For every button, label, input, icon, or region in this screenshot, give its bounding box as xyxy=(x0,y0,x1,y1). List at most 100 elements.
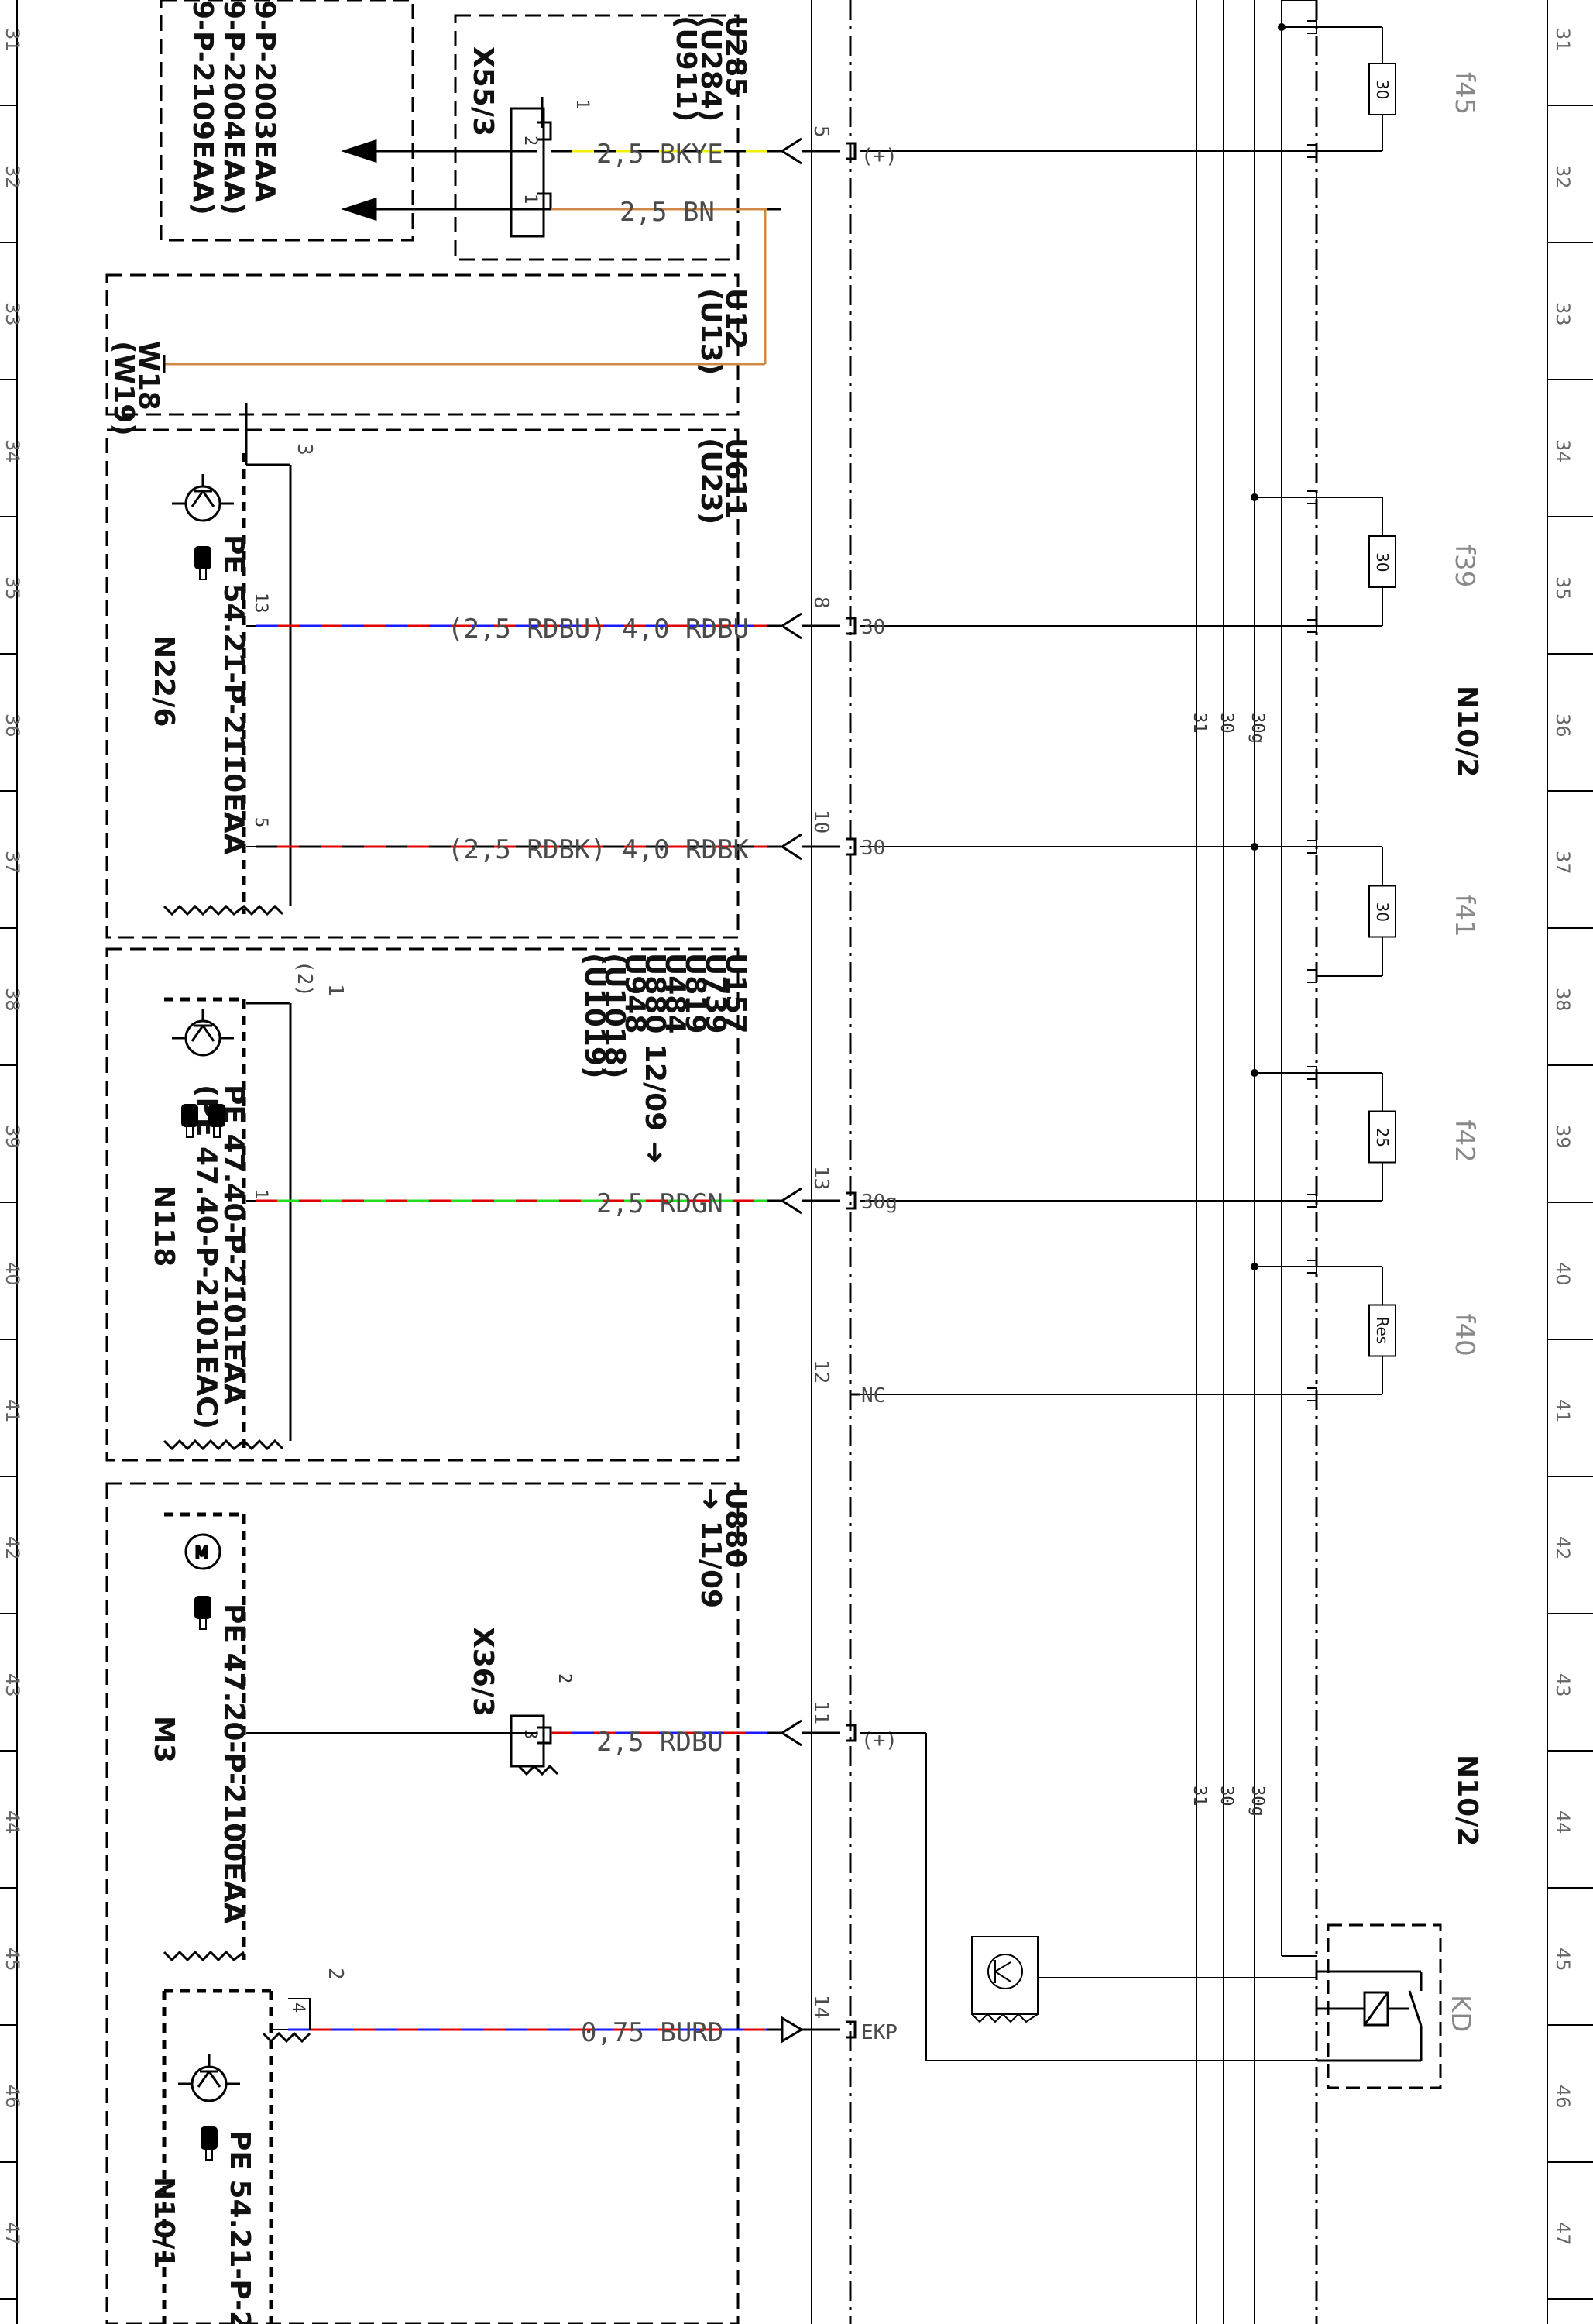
terminal-30-a: 30 xyxy=(861,616,885,639)
x55-output-arrows xyxy=(341,139,537,222)
plug-socket xyxy=(846,1724,857,1742)
x36-pin-top: 2 xyxy=(554,1673,574,1683)
grid-number-right: 36 xyxy=(1552,713,1574,737)
ref-line-1: 9-P-2003EAA xyxy=(249,0,280,202)
fuse-value: 30 xyxy=(1373,902,1392,922)
component-n118-pe: PE 47.40-P-2101EAA xyxy=(218,1085,249,1405)
grid-number-right: 40 xyxy=(1552,1262,1574,1286)
plug-arrow xyxy=(780,833,802,861)
grid-number-right: 33 xyxy=(1552,302,1574,326)
n10-1-pin-top: 2 xyxy=(324,1968,347,1980)
fuse-value: 30 xyxy=(1373,552,1392,572)
plug-socket xyxy=(846,617,857,635)
grid-number-left: 41 xyxy=(2,1399,23,1423)
svg-text:M: M xyxy=(195,1543,208,1562)
connector-x55-label: X55/3 xyxy=(467,46,499,136)
relay-kd-label: KD xyxy=(1445,1995,1476,2032)
grid-number-right: 39 xyxy=(1552,1125,1574,1149)
plug-arrow xyxy=(781,2016,804,2044)
pointer-hand-icon xyxy=(201,2126,218,2161)
grid-number-left: 35 xyxy=(2,576,23,600)
fuse-label: f39 xyxy=(1449,545,1480,587)
wire-label-bn: 2,5 BN xyxy=(620,197,715,228)
bus-label-30g-b: 30g xyxy=(1248,1786,1267,1817)
bus-label-30-b: 30 xyxy=(1217,1786,1236,1807)
connector-x36-label: X36/3 xyxy=(467,1627,499,1717)
unit-ref-u157: (U1019) xyxy=(578,953,610,1078)
unit-ref-u611: U611 xyxy=(719,438,751,518)
grid-number-right: 32 xyxy=(1552,165,1574,189)
n10-1-pin-4: 4 xyxy=(288,2003,307,2013)
grid-number-left: 40 xyxy=(2,1262,23,1286)
plug-socket xyxy=(846,837,857,856)
bus-label-30: 30 xyxy=(1217,713,1236,734)
component-n10-1-pe: PE 54.21-P-21 xyxy=(224,2130,256,2324)
wire-label-10: (2,5 RDBK) 4,0 RDBK xyxy=(448,834,749,865)
unit-ref-u12: (U13) xyxy=(695,288,726,375)
pointer-hand-icon xyxy=(194,546,211,580)
grid-number-left: 32 xyxy=(2,165,23,189)
component-n10-2-label-b: N10/2 xyxy=(1451,1755,1483,1846)
plug-arrow xyxy=(780,1187,802,1215)
terminal-30-b: 30 xyxy=(861,837,885,860)
connector-x55 xyxy=(510,97,552,238)
n118-pin-top-1: 1 xyxy=(324,984,347,996)
unit-ref-u157: U819 xyxy=(679,953,711,1033)
fuse-f40: Res f40 xyxy=(1251,1260,1480,1401)
wire-label-11: 2,5 RDBU xyxy=(596,1727,723,1758)
component-ragged-edges xyxy=(163,403,311,2044)
grid-number-right: 38 xyxy=(1552,988,1574,1012)
transistor-icon xyxy=(172,1009,234,1057)
wire-label-8: (2,5 RDBU) 4,0 RDBU xyxy=(448,614,749,645)
n22-pin-13: 13 xyxy=(251,593,270,614)
pin-14: 14 xyxy=(809,1995,833,2019)
x55-pin-top: 1 xyxy=(572,99,592,109)
fuse-f42: 25 f42 xyxy=(1251,1066,1480,1208)
unit-ref-u880: U880 xyxy=(719,1487,751,1568)
component-n22-label: N22/6 xyxy=(148,635,180,727)
grid-number-left: 37 xyxy=(2,851,23,875)
pin-10: 10 xyxy=(809,810,833,834)
wire-label-13: 2,5 RDGN xyxy=(596,1188,723,1219)
component-m3-pe: PE 47.20-P-2100EAA xyxy=(218,1604,249,1924)
grid-number-left: 45 xyxy=(2,1948,23,1972)
fuse-label: f40 xyxy=(1449,1314,1480,1356)
grid-number-left: 39 xyxy=(2,1125,23,1149)
unit-ref-u157: U739 xyxy=(699,953,731,1033)
terminal-ekp: EKP xyxy=(861,2021,898,2044)
fuse-label: f42 xyxy=(1449,1120,1480,1163)
separators xyxy=(811,0,1318,2324)
plug-socket xyxy=(846,142,857,160)
pin-11: 11 xyxy=(809,1700,833,1724)
plugs xyxy=(780,137,1317,2044)
grid-number-left: 36 xyxy=(2,713,23,737)
pointer-hand-icon xyxy=(181,1104,198,1138)
pin-13: 13 xyxy=(809,1166,833,1190)
terminal-30g: 30g xyxy=(861,1191,898,1214)
grid-number-right: 43 xyxy=(1552,1673,1574,1697)
unit-ref-u157: U880 12/09 ➜ xyxy=(639,953,671,1164)
grid-number-left: 38 xyxy=(2,988,23,1012)
transistor-icon xyxy=(172,474,234,522)
component-n22-pe: PE 54.21-P-2110EAA xyxy=(218,535,249,855)
unit-ref-u880: ➜ 11/09 xyxy=(695,1487,726,1608)
motor-icon: M xyxy=(184,1533,221,1570)
fuse-value: 25 xyxy=(1373,1128,1392,1147)
wire-label-5: 2,5 BKYE xyxy=(596,139,723,170)
plug-arrow xyxy=(780,137,802,165)
fuse-value: Res xyxy=(1373,1317,1392,1345)
pin-5: 5 xyxy=(809,125,833,138)
n118-pin-1: 1 xyxy=(251,1189,270,1199)
ref-line-3: 9-P-2109EAA) xyxy=(187,0,218,215)
pointer-hand-icon xyxy=(194,1596,211,1630)
bus-label-31: 31 xyxy=(1190,713,1209,734)
grid-number-right: 47 xyxy=(1552,2222,1574,2246)
unit-ref-u157: U948 xyxy=(619,953,651,1033)
component-leads xyxy=(246,625,537,2030)
bus-label-30g: 30g xyxy=(1248,713,1267,744)
